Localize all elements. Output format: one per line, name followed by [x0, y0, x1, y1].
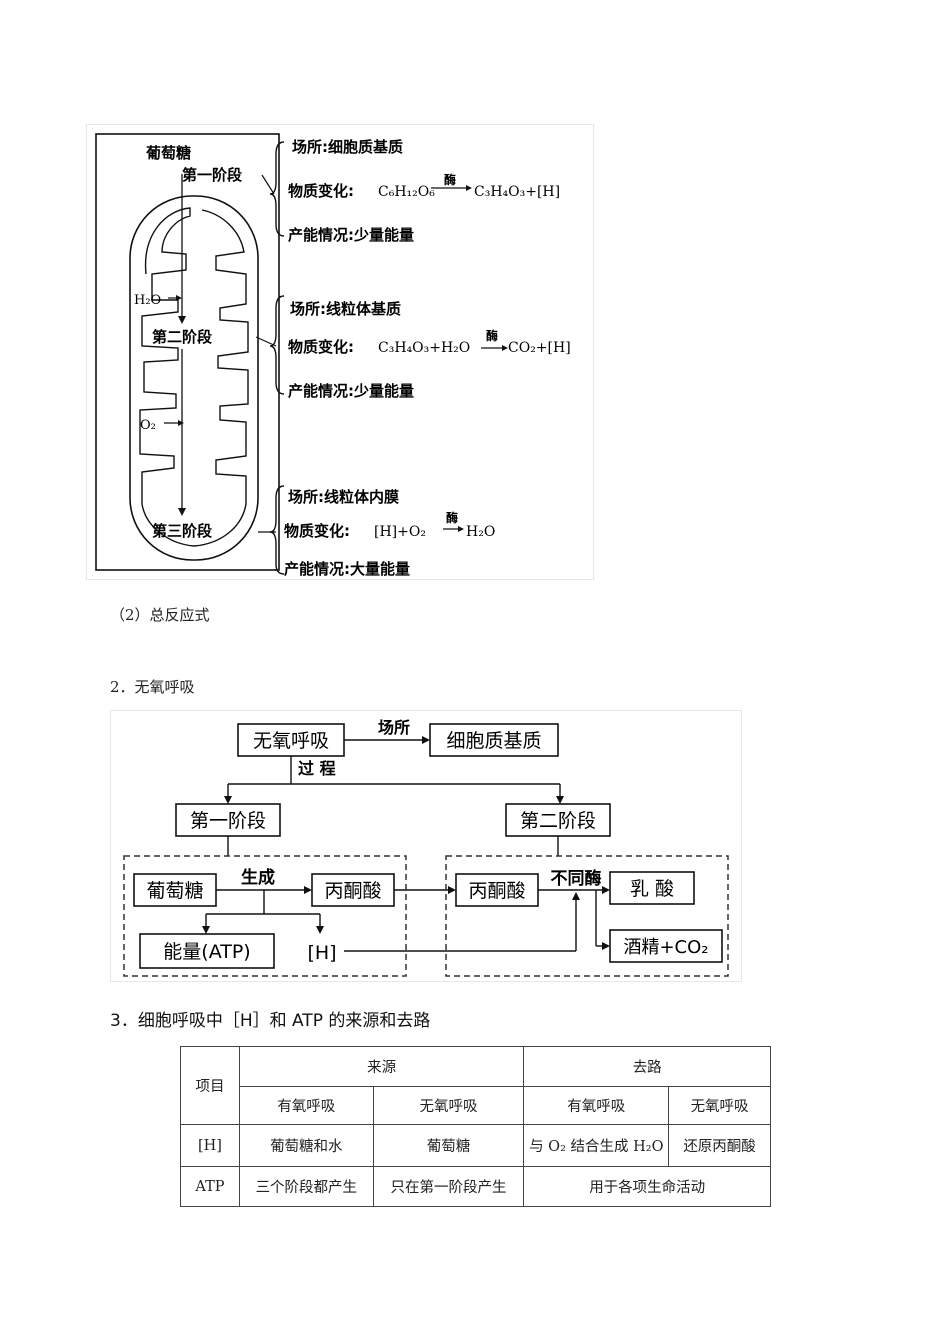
brace-stage-2: [269, 295, 285, 395]
aerobic-respiration-figure: 葡萄糖 第一阶段 H₂O 第二阶段 O₂ 第三阶段 场所:细胞质基质 物质变化:…: [86, 124, 594, 580]
stage-3-name: 第三阶段: [152, 522, 212, 540]
table-row: ATP 三个阶段都产生 只在第一阶段产生 用于各项生命活动: [180, 1166, 771, 1207]
item-header: 项目: [180, 1046, 240, 1125]
stage-1-change-left: C₆H₁₂O₆: [378, 184, 435, 200]
stage-1-change-right: C₃H₄O₃+[H]: [474, 184, 560, 200]
stage-1-name: 第一阶段: [182, 166, 242, 184]
location-box: [429, 723, 559, 757]
stage-2-change-prefix: 物质变化:: [288, 338, 354, 356]
h-label: [H]: [307, 942, 336, 964]
stage-1-location: 场所:细胞质基质: [292, 138, 403, 156]
pyruvate-1-box: [311, 873, 395, 907]
mitochondrion-cristae: [139, 207, 249, 547]
stage-1-enzyme: 酶: [444, 172, 456, 187]
mitochondrion-outer-membrane: [129, 195, 259, 561]
stage-3-energy: 产能情况:大量能量: [284, 560, 410, 578]
enzymes-label: 不同酶: [551, 868, 602, 889]
row-atp-destination: 用于各项生命活动: [523, 1166, 771, 1207]
location-label: 细胞质基质: [446, 730, 541, 752]
row-h-dst-anaerobic: 还原丙酮酸: [668, 1124, 771, 1167]
h-atp-table: 项目 来源 去路 有氧呼吸 无氧呼吸 有氧呼吸 无氧呼吸 [H] 葡萄糖和水 葡…: [180, 1046, 771, 1207]
stage-2-change-right: CO₂+[H]: [508, 340, 571, 356]
energy-box: [139, 933, 275, 969]
stage-1-energy: 产能情况:少量能量: [288, 226, 414, 244]
row-h-item: [H]: [180, 1124, 240, 1167]
stage2-group: [445, 855, 729, 977]
stage-3-location: 场所:线粒体内膜: [288, 488, 399, 506]
row-h-src-anaerobic: 葡萄糖: [372, 1124, 525, 1167]
stage-2-name: 第二阶段: [152, 328, 212, 346]
root-label: 无氧呼吸: [253, 730, 329, 752]
stage-2-change-left: C₃H₄O₃+H₂O: [378, 340, 470, 356]
alcohol-box: [609, 929, 723, 963]
glucose-box: [133, 873, 217, 907]
stage-3-enzyme: 酶: [446, 510, 458, 525]
stage-1-change-prefix: 物质变化:: [288, 182, 354, 200]
stage-2-energy: 产能情况:少量能量: [288, 382, 414, 400]
alcohol-label: 酒精+CO₂: [623, 937, 708, 958]
stage1-box: [175, 803, 281, 837]
oxygen-label: O₂: [140, 418, 156, 433]
stage-3-change-left: [H]+O₂: [374, 524, 426, 540]
glucose-label: 葡萄糖: [145, 144, 191, 162]
row-atp-src-anaerobic: 只在第一阶段产生: [372, 1166, 525, 1207]
brace-stage-1: [269, 141, 285, 237]
total-reaction-caption: （2）总反应式: [110, 606, 210, 624]
row-atp-src-aerobic: 三个阶段都产生: [238, 1166, 374, 1207]
sub-header-src-aerobic: 有氧呼吸: [238, 1086, 374, 1125]
anaerobic-diagram-svg: 无氧呼吸 场所 细胞质基质 过 程 第一阶段 第二阶段 葡萄糖 生成 丙酮酸: [110, 710, 742, 982]
cell-frame: [95, 133, 280, 571]
row-h-dst-aerobic: 与 O₂ 结合生成 H₂O: [523, 1124, 670, 1167]
water-label: H₂O: [134, 293, 161, 308]
lactic-label: 乳 酸: [630, 878, 674, 900]
aerobic-diagram-svg: 葡萄糖 第一阶段 H₂O 第二阶段 O₂ 第三阶段 场所:细胞质基质 物质变化:…: [86, 124, 594, 580]
energy-label: 能量(ATP): [163, 941, 250, 963]
source-header: 来源: [238, 1046, 525, 1087]
pyruvate-2-label: 丙酮酸: [468, 880, 525, 902]
section3-heading: 3．细胞呼吸中［H］和 ATP 的来源和去路: [110, 1011, 431, 1031]
stage1-group: [123, 855, 407, 977]
stage-2-location: 场所:线粒体基质: [290, 300, 401, 318]
destination-header: 去路: [523, 1046, 771, 1087]
anaerobic-respiration-figure: 无氧呼吸 场所 细胞质基质 过 程 第一阶段 第二阶段 葡萄糖 生成 丙酮酸: [110, 710, 742, 982]
lactic-box: [609, 871, 695, 905]
row-h-src-aerobic: 葡萄糖和水: [238, 1124, 374, 1167]
row-atp-item: ATP: [180, 1166, 240, 1207]
anaerobic-heading: 2．无氧呼吸: [110, 678, 195, 696]
location-arrow-label: 场所: [378, 718, 410, 737]
stage2-label: 第二阶段: [520, 810, 596, 832]
stage-3-change-right: H₂O: [466, 524, 495, 540]
sub-header-dst-anaerobic: 无氧呼吸: [668, 1086, 771, 1125]
process-label: 过 程: [298, 759, 336, 778]
produce-label: 生成: [241, 867, 275, 888]
stage-2-enzyme: 酶: [486, 328, 498, 343]
stage-3-change-prefix: 物质变化:: [284, 522, 350, 540]
sub-header-src-anaerobic: 无氧呼吸: [372, 1086, 525, 1125]
pyruvate-1-label: 丙酮酸: [324, 880, 381, 902]
table-row: [H] 葡萄糖和水 葡萄糖 与 O₂ 结合生成 H₂O 还原丙酮酸: [180, 1124, 771, 1167]
glucose-label: 葡萄糖: [146, 880, 203, 902]
sub-header-dst-aerobic: 有氧呼吸: [523, 1086, 670, 1125]
brace-stage-3: [269, 485, 285, 575]
stage1-label: 第一阶段: [190, 810, 266, 832]
